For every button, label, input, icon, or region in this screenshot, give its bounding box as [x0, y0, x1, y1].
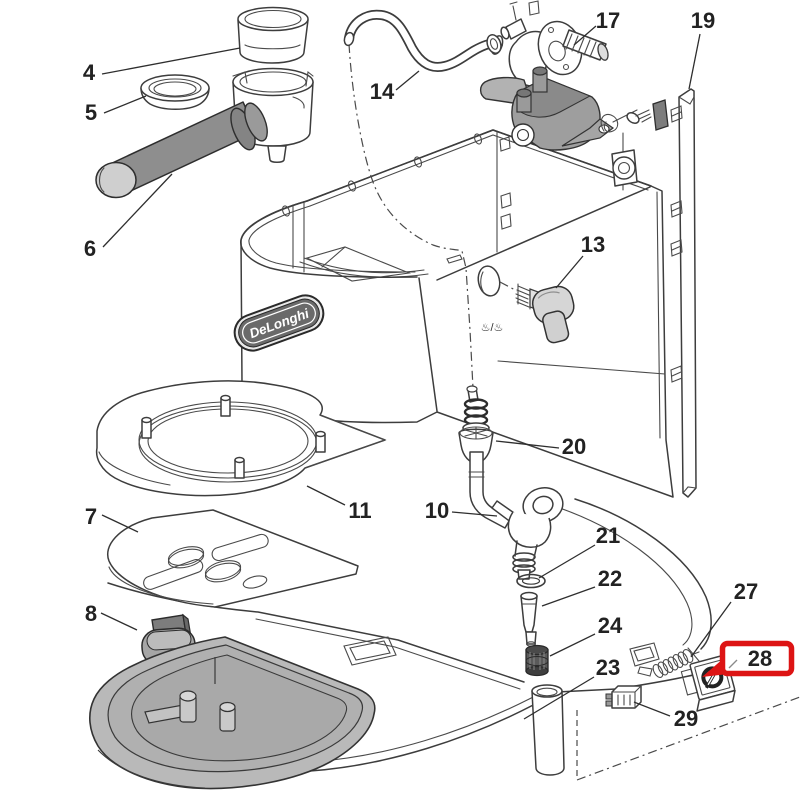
label-6: 6	[84, 236, 96, 261]
knob-hole	[477, 265, 501, 297]
drip-tray-basin	[89, 636, 376, 790]
leader-lines	[100, 25, 732, 720]
label-5: 5	[85, 100, 97, 125]
label-7: 7	[85, 504, 97, 529]
part-10-steam-pipe	[468, 451, 564, 580]
part-24-nut	[525, 644, 549, 677]
part-7-drip-grid	[107, 509, 359, 608]
fastener-parts	[600, 99, 669, 191]
machine-body: DeLonghi ♨/♨	[233, 129, 738, 690]
part-4-filter-basket	[237, 6, 309, 64]
label-13: 13	[581, 232, 605, 257]
part-21-o-ring	[516, 573, 546, 589]
label-10: 10	[425, 498, 449, 523]
part-5-gasket-ring	[140, 74, 210, 110]
part-20-valve	[458, 385, 494, 472]
part-14-hot-water-tube	[343, 9, 504, 72]
label-4: 4	[83, 60, 96, 85]
label-11: 11	[348, 498, 371, 523]
label-22: 22	[598, 566, 622, 591]
support-pegs	[141, 394, 326, 479]
label-14: 14	[370, 79, 395, 104]
boiler-top-assembly	[479, 66, 615, 151]
label-19: 19	[691, 8, 715, 33]
part-23-drain-tube	[531, 684, 565, 776]
label-8: 8	[85, 601, 97, 626]
construction-lines	[348, 43, 800, 781]
part-22-frothing-nozzle	[520, 591, 538, 647]
label-29: 29	[674, 706, 698, 731]
label-27: 27	[734, 579, 758, 604]
label-17: 17	[596, 8, 620, 33]
label-28: 28	[748, 646, 772, 671]
steam-icon: ♨/♨	[481, 322, 504, 334]
label-20: 20	[562, 434, 586, 459]
part-number-labels: 4 5 6 7 8 10 11 13 14 17 19 20 21 22 23 …	[83, 8, 758, 731]
part-6-portafilter	[95, 67, 314, 199]
brand-badge: DeLonghi	[233, 294, 325, 352]
label-23: 23	[596, 655, 620, 680]
part-11-tray-support	[95, 380, 387, 497]
label-21: 21	[596, 523, 620, 548]
part-13-steam-knob	[515, 283, 575, 344]
highlight-box-28[interactable]: 28	[702, 640, 795, 678]
part-27-spring	[637, 648, 700, 679]
rim-hooks	[281, 133, 483, 217]
part-19-side-strip	[670, 88, 697, 498]
label-24: 24	[598, 613, 623, 638]
